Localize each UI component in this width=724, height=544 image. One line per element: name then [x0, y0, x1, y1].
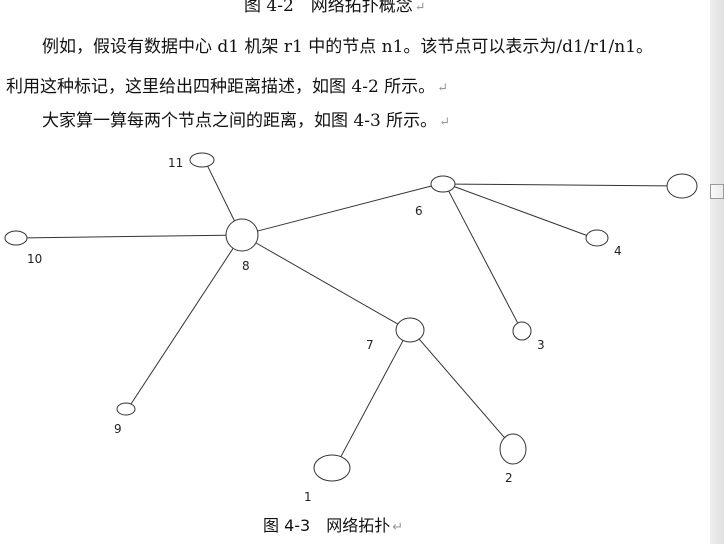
- edge-7-1: [340, 340, 404, 457]
- node-9: [116, 402, 136, 416]
- edge-8-11: [207, 165, 235, 222]
- node-1: [313, 454, 351, 482]
- node-11: [189, 152, 215, 168]
- edge-8-10: [26, 234, 227, 239]
- node-5: [666, 173, 698, 199]
- scrollbar-thumb[interactable]: [710, 184, 724, 199]
- vertical-scrollbar[interactable]: [710, 0, 724, 544]
- edge-8-9: [130, 248, 234, 405]
- node-10: [4, 230, 28, 246]
- node-label-10: 10: [27, 252, 42, 266]
- node-label-11: 11: [168, 156, 183, 170]
- paragraph-text: 大家算一算每两个节点之间的距离，如图 4-3 所示。: [42, 111, 438, 131]
- paragraph-mark-icon: ↵: [414, 0, 426, 15]
- paragraph-mark-icon: ↵: [437, 81, 449, 96]
- paragraph-text: 利用这种标记，这里给出四种距离描述，如图 4-2 所示。: [6, 77, 436, 97]
- node-label-2: 2: [505, 471, 513, 485]
- caption-title: 网络拓扑概念: [310, 0, 413, 16]
- caption-label: 图 4-2: [244, 0, 294, 16]
- node-label-4: 4: [614, 244, 622, 258]
- node-label-9: 9: [114, 422, 122, 436]
- edge-7-2: [418, 338, 505, 438]
- node-7: [395, 317, 425, 343]
- node-3: [512, 321, 532, 341]
- edge-6-3: [448, 190, 519, 324]
- caption-title: 网络拓扑: [326, 516, 391, 535]
- edge-8-7: [255, 242, 399, 325]
- edge-6-4: [454, 186, 587, 236]
- caption-label: 图 4-3: [263, 516, 311, 535]
- edge-6-5: [454, 183, 668, 187]
- node-6: [430, 175, 456, 193]
- node-8: [225, 218, 259, 252]
- paragraph-2: 利用这种标记，这里给出四种距离描述，如图 4-2 所示。↵: [6, 77, 448, 99]
- figure-caption-4-2: 图 4-2 网络拓扑概念↵: [244, 0, 426, 18]
- paragraph-mark-icon: ↵: [392, 520, 404, 535]
- node-label-3: 3: [537, 338, 545, 352]
- paragraph-3: 大家算一算每两个节点之间的距离，如图 4-3 所示。↵: [42, 111, 450, 133]
- node-label-8: 8: [242, 259, 250, 273]
- paragraph-text: 例如，假设有数据中心 d1 机架 r1 中的节点 n1。该节点可以表示为/d1/…: [42, 37, 654, 57]
- node-label-1: 1: [304, 490, 312, 504]
- node-label-6: 6: [415, 204, 423, 218]
- paragraph-mark-icon: ↵: [439, 115, 451, 130]
- figure-caption-4-3: 图 4-3 网络拓扑↵: [263, 516, 403, 538]
- edge-8-6: [257, 185, 432, 232]
- node-label-7: 7: [366, 338, 374, 352]
- node-4: [585, 229, 609, 247]
- node-2: [499, 433, 527, 465]
- paragraph-1: 例如，假设有数据中心 d1 机架 r1 中的节点 n1。该节点可以表示为/d1/…: [42, 37, 653, 57]
